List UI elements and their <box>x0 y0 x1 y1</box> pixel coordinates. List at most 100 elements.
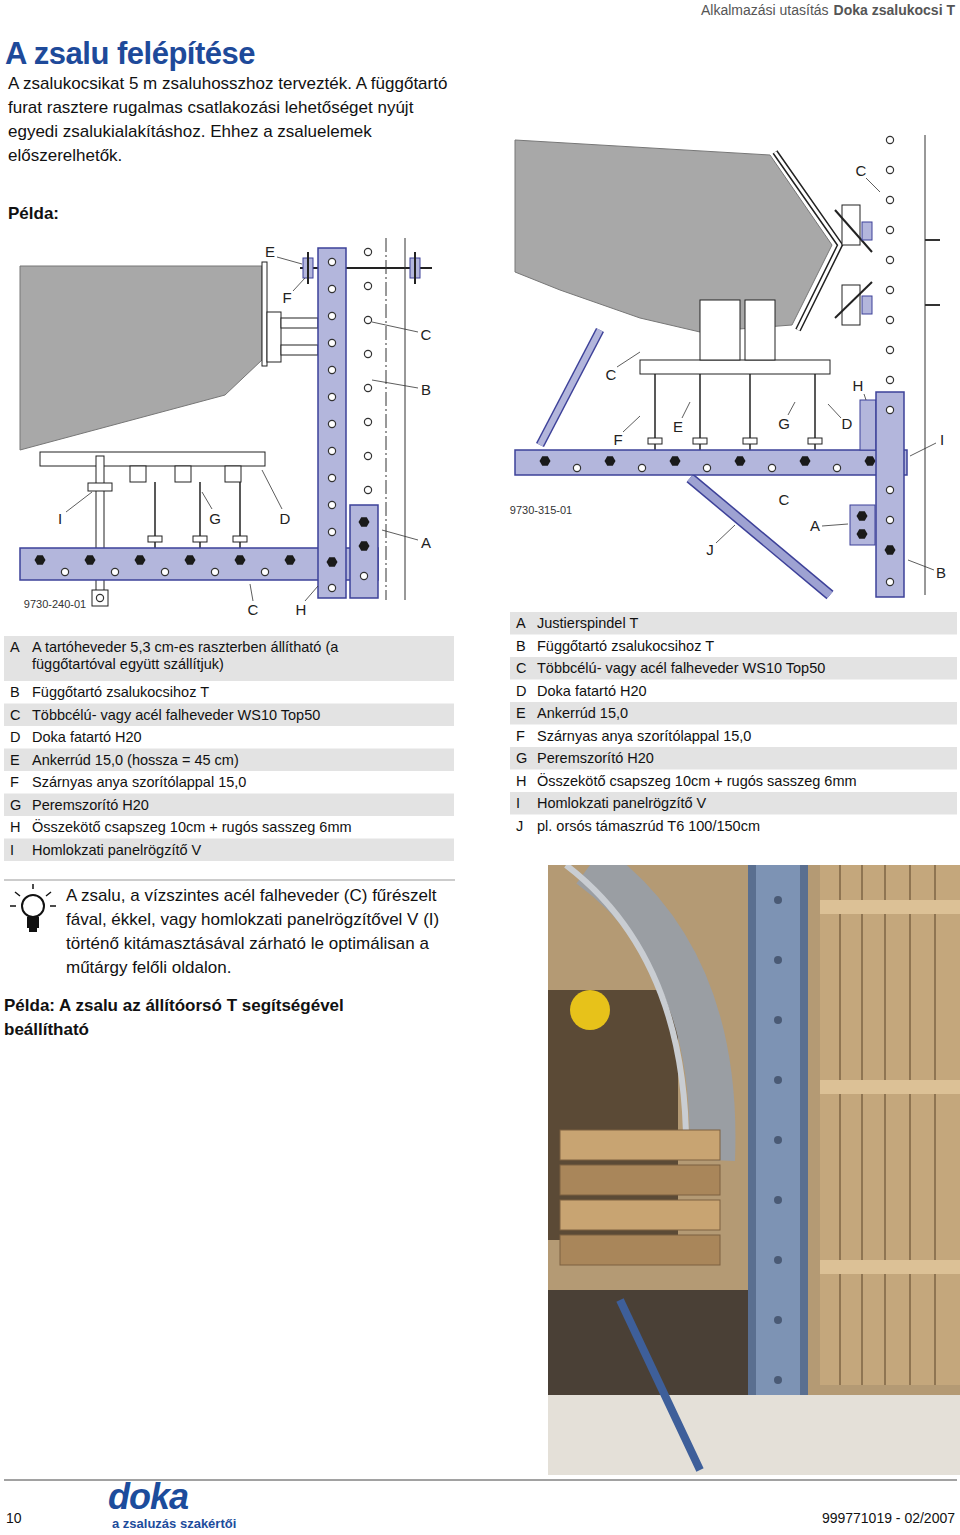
table-cell: Ankerrúd 15,0 <box>537 705 952 722</box>
callout-letter: E <box>673 419 683 435</box>
section-drawing-right <box>886 578 893 585</box>
section-drawing-right <box>886 316 893 323</box>
leader-line <box>202 492 212 509</box>
table-cell: Peremszorító H20 <box>32 797 450 814</box>
site-photo <box>774 1196 782 1204</box>
section-drawing-left <box>35 555 46 565</box>
figure-number: 9730-315-01 <box>510 504 572 517</box>
logo-tagline: a zsaluzás szakértői <box>112 1516 236 1532</box>
site-photo <box>934 865 936 1385</box>
callout-letter: B <box>421 382 431 398</box>
header-text: Alkalmazási utasítás <box>701 2 829 18</box>
callout-letter: A <box>421 535 431 551</box>
section-drawing-left <box>359 541 370 551</box>
section-drawing-left <box>328 420 335 427</box>
section-drawing-left <box>328 474 335 481</box>
table-cell: A <box>10 639 20 656</box>
site-photo <box>774 896 782 904</box>
leader-line <box>66 492 92 512</box>
table-cell: Többcélú- vagy acél falheveder WS10 Top5… <box>32 707 450 724</box>
section-drawing-right <box>670 456 681 466</box>
site-photo <box>839 865 841 1385</box>
callout-letter: C <box>779 492 790 508</box>
footer-text: 10 <box>6 1510 22 1527</box>
leader-line <box>372 322 418 332</box>
section-drawing-left <box>88 483 112 491</box>
site-photo <box>774 1136 782 1144</box>
section-drawing-left <box>20 266 262 450</box>
section-drawing-left <box>85 555 96 565</box>
section-drawing-left <box>364 282 371 289</box>
table-row-band <box>510 747 957 770</box>
section-drawing-right <box>860 400 876 450</box>
section-drawing-right <box>515 135 940 597</box>
table-cell: H <box>10 819 20 836</box>
site-photo <box>820 865 960 1385</box>
callout-letter: B <box>936 565 946 581</box>
section-drawing-right <box>768 464 775 471</box>
section-drawing-right <box>700 300 740 360</box>
callout-letter: J <box>706 542 714 558</box>
table-cell: F <box>516 728 525 745</box>
section-drawing-right <box>886 406 893 413</box>
section-drawing-left <box>233 536 247 542</box>
table-cell: C <box>10 707 20 724</box>
site-photo <box>566 865 686 1160</box>
table-cell: B <box>516 638 526 655</box>
section-drawing-left <box>92 590 108 606</box>
section-drawing-left <box>359 517 370 527</box>
leader-line <box>293 278 305 291</box>
table-cell: I <box>10 842 14 859</box>
section-drawing-left <box>267 312 281 362</box>
callout-letter: D <box>280 511 291 527</box>
body-text: Példa: <box>8 202 59 226</box>
table-cell: H <box>516 773 526 790</box>
section-drawing-left <box>414 252 416 284</box>
section-drawing-right <box>835 210 872 252</box>
section-drawing-right <box>540 330 600 445</box>
leader-line <box>908 560 934 570</box>
site-photo <box>774 1016 782 1024</box>
section-drawing-right <box>925 304 940 306</box>
table-row-band <box>510 612 957 635</box>
section-drawing-right <box>640 360 830 374</box>
table-row-band <box>4 749 454 772</box>
leader-line <box>382 530 418 540</box>
section-drawing-right <box>857 511 868 521</box>
section-drawing-right <box>857 529 868 539</box>
site-photo <box>548 865 960 1475</box>
table-cell: I <box>516 795 520 812</box>
table-cell: Doka fatartó H20 <box>537 683 952 700</box>
section-drawing-right <box>800 456 811 466</box>
callout-letter: E <box>265 244 275 260</box>
section-drawing-left <box>111 568 118 575</box>
section-drawing-right <box>703 464 710 471</box>
section-drawing-right <box>842 285 860 325</box>
section-drawing-left <box>211 568 218 575</box>
table-cell: Homlokzati panelrögzítő V <box>32 842 450 859</box>
table-cell: D <box>10 729 20 746</box>
leader-line <box>864 394 866 400</box>
section-drawing-right <box>735 456 746 466</box>
site-photo <box>560 1130 720 1160</box>
tip-bulb-icon <box>32 884 34 889</box>
table-cell: Justierspindel T <box>537 615 952 632</box>
callout-letter: C <box>606 367 617 383</box>
section-drawing-left <box>96 594 103 601</box>
leader-line <box>623 416 640 432</box>
section-drawing-right <box>886 166 893 173</box>
section-drawing-left <box>364 248 371 255</box>
section-drawing-left <box>328 584 335 591</box>
figure-number: 9730-240-01 <box>24 598 86 611</box>
section-drawing-right <box>925 239 940 241</box>
site-photo <box>884 865 886 1385</box>
table-cell: Peremszorító H20 <box>537 750 952 767</box>
leader-line <box>617 352 640 367</box>
table-cell: Függőtartó zsalukocsihoz T <box>537 638 952 655</box>
callout-letter: G <box>778 416 790 432</box>
site-photo <box>820 1080 960 1094</box>
table-row-band <box>4 704 454 727</box>
section-drawing-right <box>693 438 707 444</box>
tip-bulb-icon <box>46 892 51 896</box>
